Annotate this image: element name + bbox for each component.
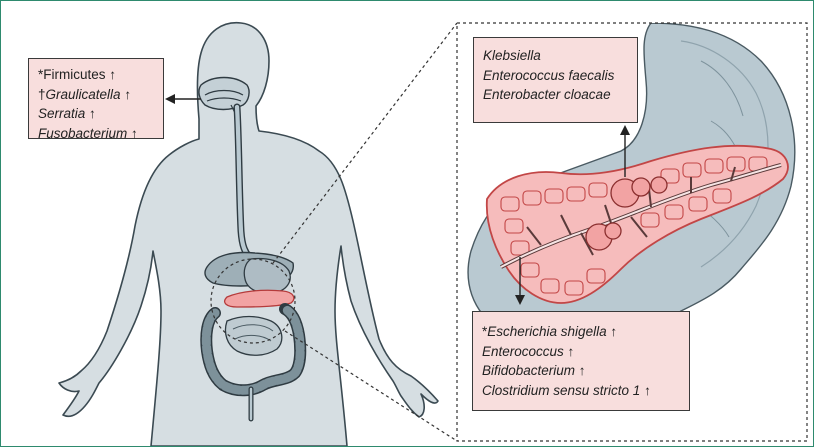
pancreas-line: Enterococcus faecalis — [483, 66, 628, 86]
oral-line: *Firmicutes ↑ — [38, 65, 154, 85]
pancreas-line: Enterobacter cloacae — [483, 85, 628, 105]
pancreas-microbiota-box: Klebsiella Enterococcus faecalis Enterob… — [473, 37, 638, 123]
oral-line: †Graulicatella ↑ — [38, 85, 154, 105]
oral-line: Serratia ↑ — [38, 104, 154, 124]
gut-line: Enterococcus ↑ — [482, 342, 680, 362]
gut-line: Clostridium sensu stricto 1 ↑ — [482, 381, 680, 401]
oral-line: Fusobacterium ↑ — [38, 124, 154, 144]
gut-microbiota-box: *Escherichia shigella ↑ Enterococcus ↑ B… — [472, 311, 690, 411]
gut-line: *Escherichia shigella ↑ — [482, 322, 680, 342]
oral-microbiota-box: *Firmicutes ↑ †Graulicatella ↑ Serratia … — [28, 58, 164, 139]
gut-line: Bifidobacterium ↑ — [482, 361, 680, 381]
pancreas-line: Klebsiella — [483, 46, 628, 66]
